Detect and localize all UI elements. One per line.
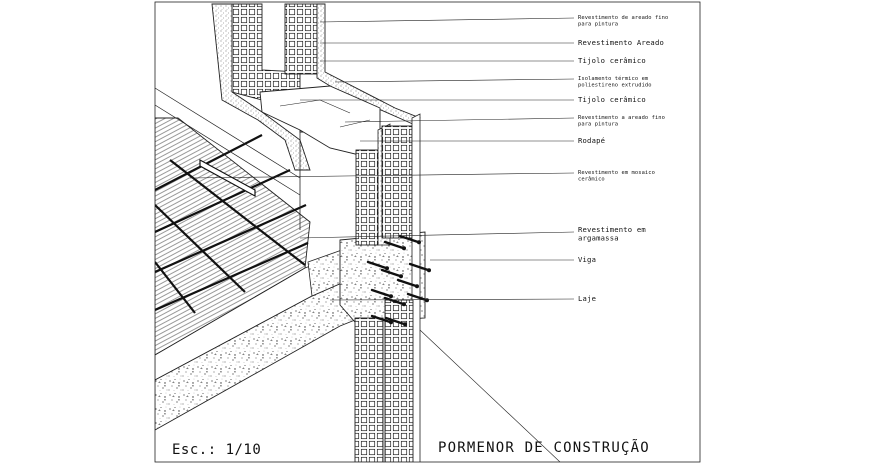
material-label: Revestimento de areado fino: [578, 15, 668, 21]
brick-stack-front: [355, 149, 379, 246]
material-label: Viga: [578, 255, 596, 264]
rebar-end: [403, 322, 407, 327]
rebar: [380, 268, 402, 278]
rebar-end: [385, 266, 389, 271]
leader-line: [329, 298, 575, 301]
rebar: [384, 316, 406, 326]
rebar-end: [425, 298, 429, 303]
leader-line: [299, 231, 575, 239]
rebar-end: [415, 284, 419, 289]
hollow-brick-column-upper: [284, 3, 318, 75]
hollow-brick-column-lower-right: [384, 299, 414, 462]
material-label: para pintura: [578, 21, 618, 27]
material-label: Isolamento térmico em: [578, 75, 648, 82]
rebar-end: [427, 268, 431, 273]
hollow-brick-column-lower-left: [354, 317, 384, 462]
material-label: Tijolo cerâmico: [578, 56, 646, 65]
rebar: [370, 314, 392, 324]
skirting-board: [199, 158, 256, 198]
rebar: [408, 262, 430, 272]
rebar: [383, 296, 405, 306]
rebar-end: [399, 274, 403, 279]
material-label: Tijolo cerâmico: [578, 95, 646, 104]
rebar: [366, 260, 388, 270]
rebar: [406, 292, 428, 302]
rebar: [370, 288, 392, 298]
rebar-end: [417, 240, 421, 245]
tile-grout-lines: [155, 134, 309, 314]
drawing-title: PORMENOR DE CONSTRUÇÃO: [438, 439, 650, 456]
material-label: Revestimento em mosaico: [578, 170, 655, 176]
scale-text: Esc.: 1/10: [172, 442, 261, 458]
rebar-group: [366, 234, 431, 327]
material-label: Laje: [578, 294, 596, 303]
leader-line: [334, 78, 575, 83]
material-label: poliestireno extrudido: [578, 82, 652, 88]
material-label: Revestimento em: [578, 225, 646, 234]
material-label: Rodapé: [578, 136, 605, 145]
rebar: [398, 234, 420, 244]
leader-line: [319, 17, 575, 23]
leader-lines: [189, 17, 575, 301]
rebar-end: [402, 246, 406, 251]
rebar: [396, 278, 418, 288]
isometric-detail: [155, 3, 561, 462]
material-label: para pintura: [578, 121, 618, 127]
material-label: cerâmico: [578, 175, 605, 182]
rebar-end: [389, 320, 393, 325]
rebar-end: [402, 302, 406, 307]
material-label: Revestimento a areado fino: [578, 115, 665, 121]
hollow-brick-column-right: [381, 125, 413, 239]
leader-line: [189, 172, 575, 179]
material-label: Revestimento Areado: [578, 38, 664, 47]
rebar-end: [389, 294, 393, 299]
material-label: argamassa: [578, 233, 619, 242]
rebar: [383, 240, 405, 250]
leader-line: [344, 117, 575, 123]
